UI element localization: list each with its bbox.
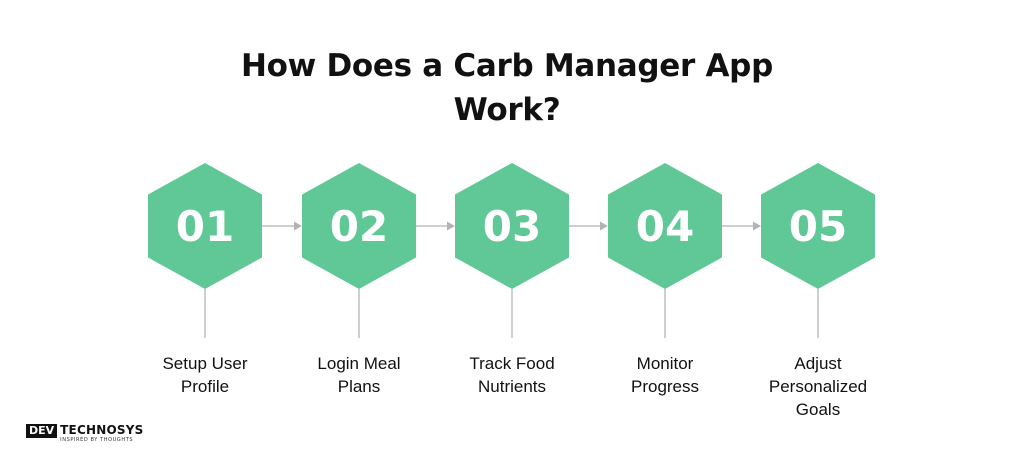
step-label-line: Goals — [795, 400, 841, 419]
step-5-number: 05 — [789, 202, 847, 251]
step-4-hexagon — [608, 163, 722, 289]
logo-main-text: TECHNOSYS — [60, 423, 144, 437]
step-label-line: Track Food — [469, 354, 555, 373]
step-label-line: Progress — [630, 377, 700, 396]
step-2-number: 02 — [330, 202, 388, 251]
page-title: How Does a Carb Manager App Work? — [0, 44, 1014, 132]
connector-arrow — [722, 221, 761, 231]
step-3-number: 03 — [483, 202, 541, 251]
step-4-number: 04 — [636, 202, 694, 251]
step-1-hexagon — [148, 163, 262, 289]
connector-arrow — [262, 221, 302, 231]
step-label-line: Login Meal — [317, 354, 401, 373]
step-label-line: Adjust — [794, 354, 842, 373]
brand-logo: DEV TECHNOSYS INSPIRED BY THOUGHTS — [26, 424, 143, 446]
connector-arrow — [416, 221, 455, 231]
title-line-2: Work? — [453, 92, 561, 128]
step-label-line: Plans — [337, 377, 381, 396]
step-label-line: Nutrients — [477, 377, 547, 396]
title-line-1: How Does a Carb Manager App — [241, 48, 773, 84]
logo-box-text: DEV — [26, 424, 58, 438]
step-1-number: 01 — [176, 202, 234, 251]
connector-arrow — [569, 221, 608, 231]
step-3-hexagon — [455, 163, 569, 289]
step-label-line: Setup User — [162, 354, 248, 373]
step-label-line: Personalized — [768, 377, 868, 396]
step-label-line: Profile — [180, 377, 230, 396]
logo-tagline: INSPIRED BY THOUGHTS — [60, 437, 134, 443]
step-label-line: Monitor — [636, 354, 694, 373]
step-2-hexagon — [302, 163, 416, 289]
step-5-hexagon — [761, 163, 875, 289]
